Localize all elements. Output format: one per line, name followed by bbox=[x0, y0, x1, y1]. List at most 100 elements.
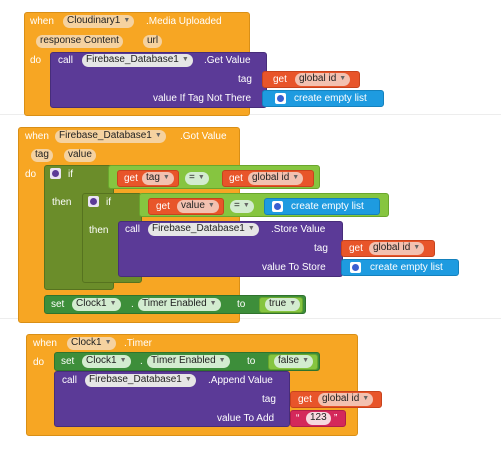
call-keyword: call bbox=[125, 224, 141, 235]
if-keyword: if bbox=[106, 197, 111, 208]
operator-symbol: = bbox=[234, 200, 240, 211]
chevron-down-icon: ▼ bbox=[209, 300, 217, 307]
param-value[interactable]: value bbox=[64, 149, 96, 162]
create-empty-list-block[interactable] bbox=[264, 198, 380, 215]
variable-name: value bbox=[181, 200, 205, 211]
chevron-down-icon: ▼ bbox=[197, 174, 205, 181]
component-dropdown[interactable]: Clock1▼ bbox=[82, 355, 131, 368]
chevron-down-icon: ▼ bbox=[123, 17, 131, 24]
chevron-down-icon: ▼ bbox=[302, 357, 310, 364]
variable-name: global id bbox=[322, 393, 360, 404]
dot-separator: . bbox=[140, 356, 143, 367]
chevron-down-icon: ▼ bbox=[242, 202, 250, 209]
component-dropdown[interactable]: Firebase_Database1▼ bbox=[85, 374, 196, 387]
call-keyword: call bbox=[62, 375, 78, 386]
variable-dropdown[interactable]: global id▼ bbox=[369, 242, 425, 255]
set-keyword: set bbox=[61, 356, 75, 367]
arg-label-tag: tag bbox=[262, 394, 276, 405]
variable-name: global id bbox=[373, 242, 411, 253]
component-dropdown[interactable]: Firebase_Database1▼ bbox=[82, 54, 193, 67]
quote-open: “ bbox=[296, 413, 300, 424]
quote-close: ” bbox=[334, 413, 338, 424]
create-empty-list-label: create empty list bbox=[294, 93, 367, 104]
component-name: Clock1 bbox=[86, 355, 117, 366]
gear-icon[interactable] bbox=[275, 93, 286, 104]
variable-dropdown[interactable]: global id▼ bbox=[295, 73, 351, 86]
set-keyword: set bbox=[51, 299, 65, 310]
event-name: .Got Value bbox=[180, 131, 227, 142]
arg-label-tag: tag bbox=[238, 74, 252, 85]
variable-name: global id bbox=[252, 172, 290, 183]
workspace-divider bbox=[0, 318, 501, 319]
component-dropdown[interactable]: Clock1▼ bbox=[72, 298, 121, 311]
when-keyword: when bbox=[25, 131, 49, 142]
component-name: Firebase_Database1 bbox=[89, 374, 182, 385]
event-name: .Media Uploaded bbox=[146, 16, 222, 27]
variable-dropdown[interactable]: value▼ bbox=[177, 200, 219, 213]
component-name: Cloudinary1 bbox=[67, 15, 121, 26]
boolean-value: false bbox=[278, 355, 300, 366]
chevron-down-icon: ▼ bbox=[162, 174, 170, 181]
component-dropdown[interactable]: Cloudinary1▼ bbox=[63, 15, 135, 28]
operator-dropdown[interactable]: =▼ bbox=[185, 172, 209, 185]
component-dropdown[interactable]: Firebase_Database1▼ bbox=[55, 130, 166, 143]
gear-icon[interactable] bbox=[350, 262, 361, 273]
component-name: Clock1 bbox=[71, 337, 102, 348]
boolean-dropdown[interactable]: false▼ bbox=[274, 355, 314, 368]
create-empty-list-block[interactable] bbox=[341, 259, 459, 276]
chevron-down-icon: ▼ bbox=[247, 225, 255, 232]
chevron-down-icon: ▼ bbox=[292, 174, 300, 181]
param-tag[interactable]: tag bbox=[31, 149, 53, 162]
property-dropdown[interactable]: Timer Enabled▼ bbox=[147, 355, 230, 368]
component-name: Firebase_Database1 bbox=[86, 54, 179, 65]
to-keyword: to bbox=[237, 299, 246, 310]
create-empty-list-label: create empty list bbox=[370, 262, 443, 273]
do-keyword: do bbox=[33, 357, 45, 368]
operator-symbol: = bbox=[189, 172, 195, 183]
variable-dropdown[interactable]: tag▼ bbox=[142, 172, 174, 185]
chevron-down-icon: ▼ bbox=[289, 300, 297, 307]
chevron-down-icon: ▼ bbox=[218, 357, 226, 364]
component-dropdown[interactable]: Clock1▼ bbox=[67, 337, 116, 350]
variable-name: tag bbox=[146, 172, 160, 183]
operator-dropdown[interactable]: =▼ bbox=[230, 200, 254, 213]
then-keyword: then bbox=[89, 225, 109, 236]
param-response-content[interactable]: response Content bbox=[36, 35, 123, 48]
boolean-dropdown[interactable]: true▼ bbox=[265, 298, 301, 311]
get-keyword: get bbox=[273, 74, 287, 85]
chevron-down-icon: ▼ bbox=[109, 300, 117, 307]
component-name: Clock1 bbox=[76, 298, 107, 309]
boolean-value: true bbox=[269, 298, 287, 309]
variable-dropdown[interactable]: global id▼ bbox=[318, 393, 374, 406]
component-dropdown[interactable]: Firebase_Database1▼ bbox=[148, 223, 259, 236]
chevron-down-icon: ▼ bbox=[154, 132, 162, 139]
get-keyword: get bbox=[156, 201, 170, 212]
gear-icon[interactable] bbox=[88, 196, 99, 207]
gear-icon[interactable] bbox=[272, 201, 283, 212]
chevron-down-icon: ▼ bbox=[119, 357, 127, 364]
do-keyword: do bbox=[30, 55, 42, 66]
variable-name: global id bbox=[299, 73, 337, 84]
param-url[interactable]: url bbox=[143, 35, 163, 48]
property-dropdown[interactable]: Timer Enabled▼ bbox=[138, 298, 221, 311]
chevron-down-icon: ▼ bbox=[413, 244, 421, 251]
get-keyword: get bbox=[298, 394, 312, 405]
component-name: Firebase_Database1 bbox=[152, 223, 245, 234]
to-keyword: to bbox=[247, 356, 256, 367]
variable-dropdown[interactable]: global id▼ bbox=[248, 172, 304, 185]
property-name: Timer Enabled bbox=[151, 355, 216, 366]
workspace-divider bbox=[0, 114, 501, 115]
create-empty-list-block[interactable] bbox=[262, 90, 384, 107]
event-name: .Timer bbox=[124, 338, 152, 349]
chevron-down-icon: ▼ bbox=[339, 75, 347, 82]
method-name: .Get Value bbox=[204, 55, 251, 66]
arg-label-value-to-store: value To Store bbox=[262, 262, 326, 273]
when-keyword: when bbox=[33, 338, 57, 349]
gear-icon[interactable] bbox=[50, 168, 61, 179]
method-name: .Store Value bbox=[271, 224, 326, 235]
create-empty-list-label: create empty list bbox=[291, 201, 364, 212]
text-value-field[interactable]: 123 bbox=[306, 412, 331, 425]
get-keyword: get bbox=[229, 173, 243, 184]
arg-label-value-if-tag-not-there: value If Tag Not There bbox=[153, 93, 252, 104]
chevron-down-icon: ▼ bbox=[181, 56, 189, 63]
